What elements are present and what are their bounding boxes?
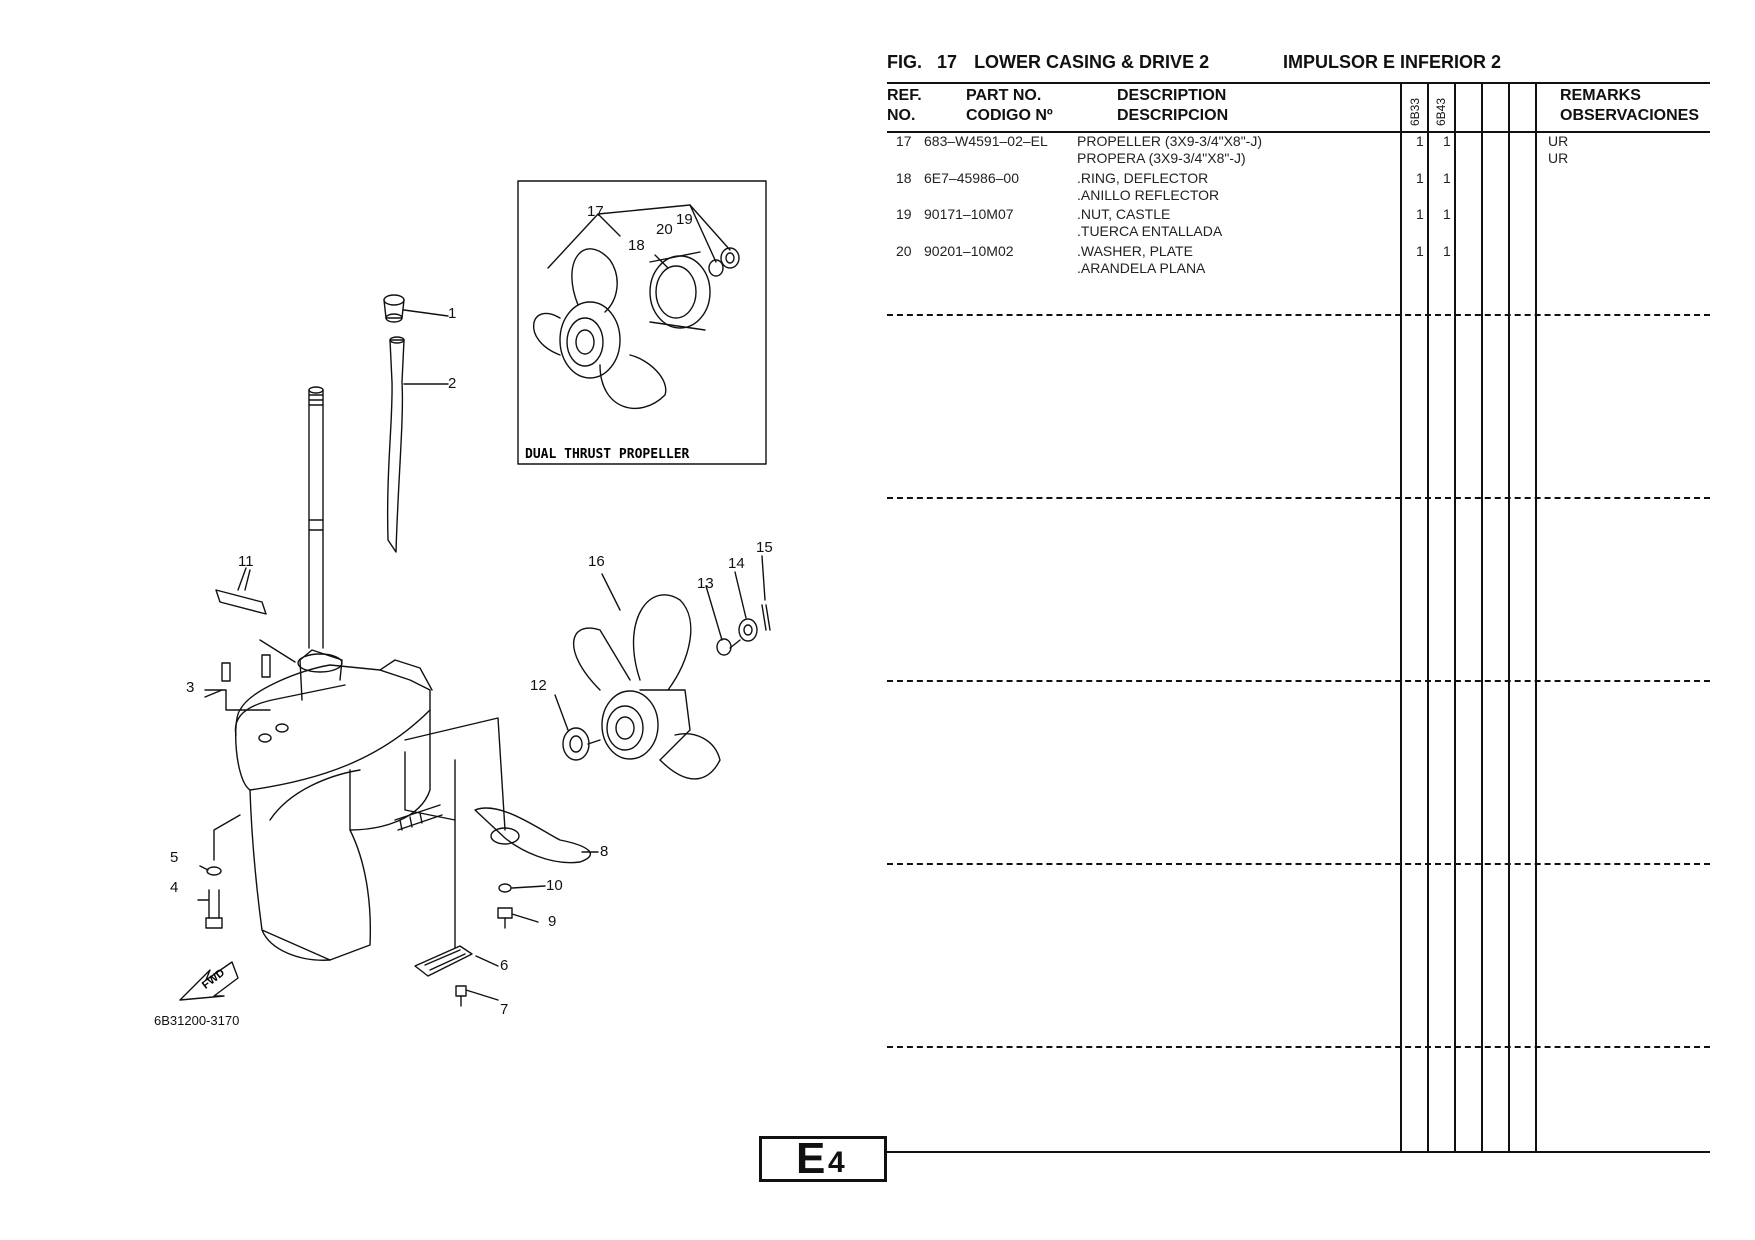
callout-11: 11 bbox=[238, 553, 254, 570]
part-12-spacer-drawing bbox=[562, 727, 590, 761]
col-line bbox=[1454, 84, 1456, 1152]
callout-14: 14 bbox=[728, 555, 745, 572]
header-desc-en: DESCRIPTION bbox=[1117, 87, 1227, 104]
callout-1: 1 bbox=[448, 305, 456, 322]
fwd-arrow-icon bbox=[179, 961, 239, 1001]
col-line bbox=[1400, 84, 1402, 1152]
part-2-water-tube-drawing bbox=[386, 336, 449, 553]
callout-6: 6 bbox=[500, 957, 508, 974]
page-tab-letter: E bbox=[796, 1134, 826, 1183]
row-part-no: 6E7–45986–00 bbox=[924, 170, 1019, 186]
row-desc-en: PROPELLER (3X9-3/4"X8"-J) bbox=[1077, 133, 1263, 149]
page-tab-number: 4 bbox=[828, 1146, 845, 1179]
callout-3: 3 bbox=[186, 679, 194, 696]
row-ref: 18 bbox=[896, 170, 912, 186]
exploded-parts-diagram: 1 2 3 4 5 6 7 8 9 10 11 12 13 14 15 16 1… bbox=[154, 180, 773, 1028]
drawing-code: 6B31200-3170 bbox=[154, 1013, 239, 1028]
part-11-anode-drawing bbox=[215, 569, 296, 663]
row-separator bbox=[887, 497, 1710, 499]
part-1-grommet-drawing bbox=[383, 294, 449, 323]
row-part-no: 90171–10M07 bbox=[924, 206, 1014, 222]
header-desc-es: DESCRIPCION bbox=[1117, 107, 1229, 124]
callout-10: 10 bbox=[546, 877, 563, 894]
col-line bbox=[1481, 84, 1483, 1152]
part-4-5-bolt-washer-drawing bbox=[205, 814, 241, 929]
row-desc-es: .ANILLO REFLECTOR bbox=[1077, 187, 1220, 203]
row-desc-es: PROPERA (3X9-3/4"X8"-J) bbox=[1077, 150, 1246, 166]
callout-4: 4 bbox=[170, 879, 178, 896]
row-ref: 19 bbox=[896, 206, 912, 222]
callout-19: 19 bbox=[676, 211, 693, 228]
callout-8: 8 bbox=[600, 843, 608, 860]
row-ref: 20 bbox=[896, 243, 912, 259]
page-tab: E 4 bbox=[759, 1134, 887, 1183]
header-remarks-en: REMARKS bbox=[1560, 87, 1641, 104]
callout-5: 5 bbox=[170, 849, 178, 866]
drive-shaft-drawing bbox=[308, 386, 324, 649]
row-qty-6b33: 1 bbox=[1416, 133, 1424, 149]
part-8-9-10-trim-tab-drawing bbox=[474, 807, 592, 929]
row-qty-6b33: 1 bbox=[1416, 170, 1424, 186]
row-separator bbox=[887, 314, 1710, 316]
row-qty-6b43: 1 bbox=[1443, 243, 1451, 259]
row-qty-6b33: 1 bbox=[1416, 206, 1424, 222]
header-bottom-rule bbox=[887, 131, 1710, 133]
row-desc-en: .WASHER, PLATE bbox=[1077, 243, 1193, 259]
row-desc-es: .ARANDELA PLANA bbox=[1077, 260, 1206, 276]
callout-15: 15 bbox=[756, 539, 773, 556]
callout-18: 18 bbox=[628, 237, 645, 254]
row-qty-6b43: 1 bbox=[1443, 170, 1451, 186]
callout-12: 12 bbox=[530, 677, 547, 694]
header-model-6b33: 6B33 bbox=[1408, 97, 1422, 126]
header-model-6b43: 6B43 bbox=[1434, 97, 1448, 126]
row-separator bbox=[887, 863, 1710, 865]
row-remarks-en: UR bbox=[1548, 133, 1569, 149]
part-13-14-15-hardware-drawing bbox=[716, 604, 771, 656]
header-top-rule bbox=[887, 82, 1710, 84]
callout-13: 13 bbox=[697, 575, 714, 592]
callout-9: 9 bbox=[548, 913, 556, 930]
header-part-en: PART NO. bbox=[966, 87, 1042, 104]
part-6-7-anode-drawing bbox=[414, 945, 473, 1007]
part-3-dowel-pins-drawing bbox=[204, 654, 271, 711]
row-separator bbox=[887, 680, 1710, 682]
col-line bbox=[1427, 84, 1429, 1152]
row-desc-en: .NUT, CASTLE bbox=[1077, 206, 1171, 222]
inset-frame bbox=[517, 180, 767, 465]
row-qty-6b43: 1 bbox=[1443, 133, 1451, 149]
fig-number: 17 bbox=[937, 52, 958, 72]
header-ref-es: NO. bbox=[887, 107, 916, 124]
row-part-no: 683–W4591–02–EL bbox=[924, 133, 1048, 149]
col-line bbox=[1535, 84, 1537, 1152]
row-qty-6b43: 1 bbox=[1443, 206, 1451, 222]
header-part-es: CODIGO Nº bbox=[966, 107, 1053, 124]
row-desc-es: .TUERCA ENTALLADA bbox=[1077, 223, 1223, 239]
fwd-label: FWD bbox=[200, 967, 227, 992]
title-english: LOWER CASING & DRIVE 2 bbox=[974, 52, 1210, 72]
row-part-no: 90201–10M02 bbox=[924, 243, 1014, 259]
assembly-leader-lines bbox=[404, 639, 741, 949]
page-bottom-rule bbox=[886, 1151, 1710, 1153]
figure-title: FIG. 17 LOWER CASING & DRIVE 2 bbox=[887, 52, 1209, 73]
header-remarks-es: OBSERVACIONES bbox=[1560, 107, 1699, 124]
fig-label: FIG. bbox=[887, 52, 922, 72]
row-desc-en: .RING, DEFLECTOR bbox=[1077, 170, 1209, 186]
inset-caption: DUAL THRUST PROPELLER bbox=[525, 447, 690, 462]
title-spanish: IMPULSOR E INFERIOR 2 bbox=[1283, 52, 1502, 72]
lower-casing-drawing bbox=[234, 649, 443, 961]
row-separator bbox=[887, 1046, 1710, 1048]
row-ref: 17 bbox=[896, 133, 912, 149]
row-qty-6b33: 1 bbox=[1416, 243, 1424, 259]
callout-16: 16 bbox=[588, 553, 605, 570]
inset-propeller-drawing bbox=[532, 204, 740, 410]
callout-7: 7 bbox=[500, 1001, 508, 1018]
header-ref-en: REF. bbox=[887, 87, 922, 104]
callout-leaders bbox=[197, 555, 766, 1001]
part-16-propeller-drawing bbox=[572, 594, 721, 780]
row-remarks-es: UR bbox=[1548, 150, 1569, 166]
callout-20: 20 bbox=[656, 221, 673, 238]
col-line bbox=[1508, 84, 1510, 1152]
callout-17: 17 bbox=[587, 203, 604, 220]
callout-2: 2 bbox=[448, 375, 456, 392]
